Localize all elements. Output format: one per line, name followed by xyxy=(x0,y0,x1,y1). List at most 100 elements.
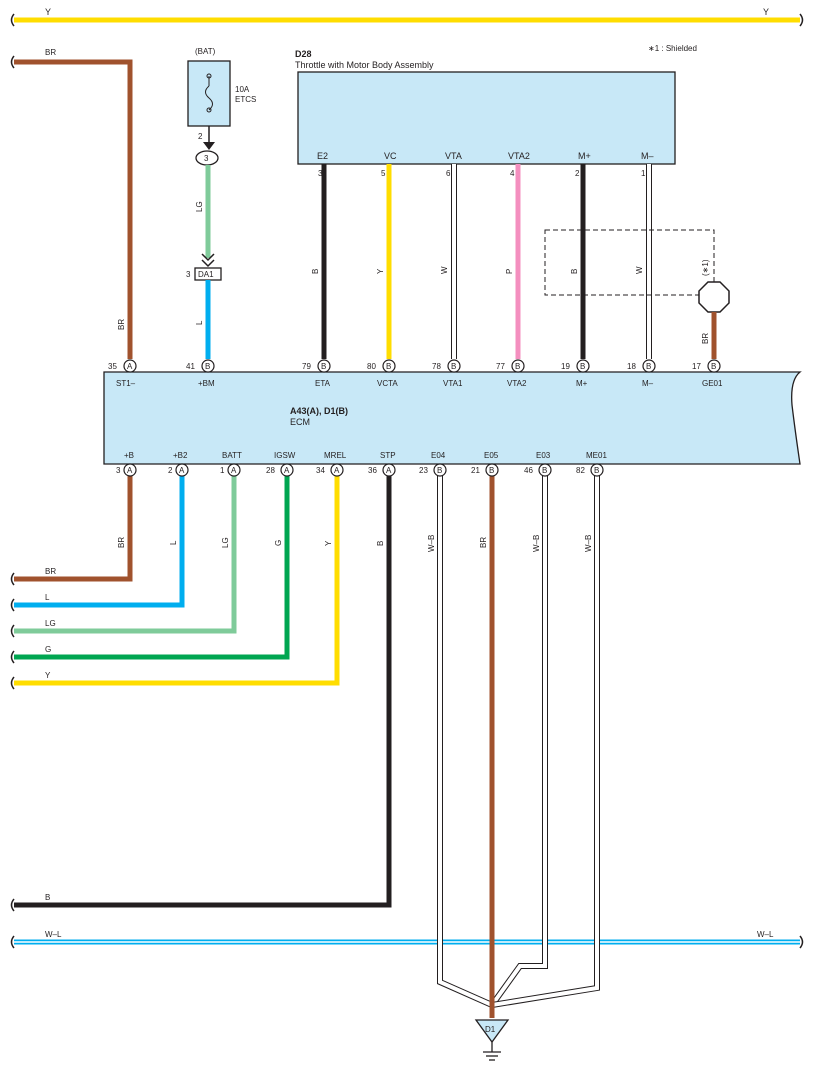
ecm-terminal-label: STP xyxy=(380,451,396,460)
ground-wire-color: W–B xyxy=(532,535,541,552)
ecm-terminal: B 82 ME01 xyxy=(576,451,607,477)
junction-label: DA1 xyxy=(198,270,214,279)
wl-label-left: W–L xyxy=(45,930,62,939)
ecm-terminal-label: +BM xyxy=(198,379,215,388)
ecm-bottom-wire-color: Y xyxy=(324,540,333,546)
ecm-pin: 34 xyxy=(316,466,325,475)
ecm-bottom-wires: BR L LG G Y B BR L LG G Y B xyxy=(10,475,392,912)
svg-text:B: B xyxy=(451,362,456,371)
ecm-terminal-label: E05 xyxy=(484,451,499,460)
ecm-terminal-label: E04 xyxy=(431,451,446,460)
ecm-terminal: B 19 M+ xyxy=(561,359,590,388)
svg-text:B: B xyxy=(580,362,585,371)
throttle-wire-color: Y xyxy=(376,268,385,274)
fuse-connector-label: 3 xyxy=(204,154,209,163)
ecm-pin: 21 xyxy=(471,466,480,475)
left-wire-label: LG xyxy=(45,619,56,628)
ecm-terminal-label: +B2 xyxy=(173,451,188,460)
svg-text:B: B xyxy=(437,466,442,475)
ecm-terminal: B 17 GE01 xyxy=(692,359,723,388)
st1-wire: BR BR xyxy=(10,48,133,359)
ecm-pin: 41 xyxy=(186,362,195,371)
ecm-terminal-label: VTA1 xyxy=(443,379,463,388)
ecm-pin: 1 xyxy=(220,466,225,475)
throttle-terminal-label: VTA2 xyxy=(508,151,530,161)
junction-pin: 3 xyxy=(186,270,191,279)
ecm-terminal-label: M– xyxy=(642,379,654,388)
ecm-pin: 80 xyxy=(367,362,376,371)
fuse-icon xyxy=(205,85,213,111)
svg-text:A: A xyxy=(284,466,290,475)
ecm-bottom-terminals: A 3 +B A 2 +B2 A 1 BATT A 28 IGSW A 34 M… xyxy=(116,451,607,477)
fuse-wire-color-upper: LG xyxy=(195,201,204,212)
ecm-bottom-wire-color: G xyxy=(274,540,283,546)
ecm-terminal-label: ST1– xyxy=(116,379,136,388)
ecm-terminal: B 21 E05 xyxy=(471,451,499,477)
svg-text:A: A xyxy=(231,466,237,475)
ecm-terminal: B 80 VCTA xyxy=(367,359,398,388)
throttle-wire-color: W xyxy=(635,266,644,274)
ecm-pin: 82 xyxy=(576,466,585,475)
ecm-terminal-label: E03 xyxy=(536,451,551,460)
shield-note: (∗1) xyxy=(701,259,710,276)
wl-label-right: W–L xyxy=(757,930,774,939)
fuse-wire-color-lower: L xyxy=(195,320,204,325)
ground-label: D1 xyxy=(485,1025,496,1034)
throttle-wire-color: W xyxy=(440,266,449,274)
shielded-footnote: ∗1 : Shielded xyxy=(648,44,697,53)
ecm-terminal: A 28 IGSW xyxy=(266,451,296,477)
throttle-pin: 4 xyxy=(510,169,515,178)
ground-wires: W–B BR W–B W–B xyxy=(427,475,600,1018)
ground-connector-icon xyxy=(474,1019,510,1044)
ecm-pin: 36 xyxy=(368,466,377,475)
svg-text:B: B xyxy=(489,466,494,475)
ecm-pin: 19 xyxy=(561,362,570,371)
throttle-wire-color: B xyxy=(570,269,579,274)
fuse-name: ETCS xyxy=(235,95,256,104)
left-wire-label: BR xyxy=(45,48,56,57)
throttle-terminal-label: E2 xyxy=(317,151,328,161)
fuse-rating: 10A xyxy=(235,85,250,94)
ecm-terminal: B 77 VTA2 xyxy=(496,359,527,388)
throttle-terminal-label: VTA xyxy=(445,151,462,161)
svg-text:B: B xyxy=(711,362,716,371)
ecm-terminal: A 36 STP xyxy=(368,451,396,477)
ecm-terminal: B 79 ETA xyxy=(302,359,331,388)
throttle-wires: 3 5 6 4 2 1 B Y W P B W xyxy=(311,164,652,359)
fuse-source: (BAT) xyxy=(195,47,216,56)
ecm-terminal: B 23 E04 xyxy=(419,451,447,477)
throttle-terminal-label: M– xyxy=(641,151,654,161)
ecm-terminal: B 46 E03 xyxy=(524,451,552,477)
left-wire-label: L xyxy=(45,593,50,602)
throttle-pin: 3 xyxy=(318,169,323,178)
junction-chevron-icon xyxy=(201,253,215,268)
svg-text:B: B xyxy=(386,362,391,371)
ground-wire-color: BR xyxy=(479,537,488,548)
top-wire-label-right: Y xyxy=(763,7,769,17)
ecm-terminal-label: +B xyxy=(124,451,134,460)
ecm-bottom-wire-color: L xyxy=(169,540,178,545)
left-wire-label: Y xyxy=(45,671,51,680)
svg-text:B: B xyxy=(542,466,547,475)
svg-text:B: B xyxy=(205,362,210,371)
ecm-pin: 28 xyxy=(266,466,275,475)
fuse-pin-out: 2 xyxy=(198,132,203,141)
ecm-terminal: A 34 MREL xyxy=(316,451,347,477)
throttle-name: Throttle with Motor Body Assembly xyxy=(295,60,434,70)
ecm-name: ECM xyxy=(290,417,310,427)
ecm-terminal: A 35 ST1– xyxy=(108,359,137,388)
svg-text:B: B xyxy=(594,466,599,475)
svg-text:A: A xyxy=(386,466,392,475)
ground-wire-color: W–B xyxy=(584,535,593,552)
ecm-pin: 23 xyxy=(419,466,428,475)
ecm-pin: 77 xyxy=(496,362,505,371)
throttle-pin: 2 xyxy=(575,169,580,178)
ecm-terminal-label: MREL xyxy=(324,451,347,460)
ecm-code: A43(A), D1(B) xyxy=(290,406,348,416)
ecm-pin: 17 xyxy=(692,362,701,371)
etcs-fuse: (BAT) 10A ETCS 2 3 LG DA1 3 L xyxy=(186,47,256,359)
throttle-code: D28 xyxy=(295,49,312,59)
ecm-pin: 2 xyxy=(168,466,173,475)
ecm-top-terminals: A 35 ST1– B 41 +BM B 79 ETA B 80 VCTA B … xyxy=(108,359,723,388)
